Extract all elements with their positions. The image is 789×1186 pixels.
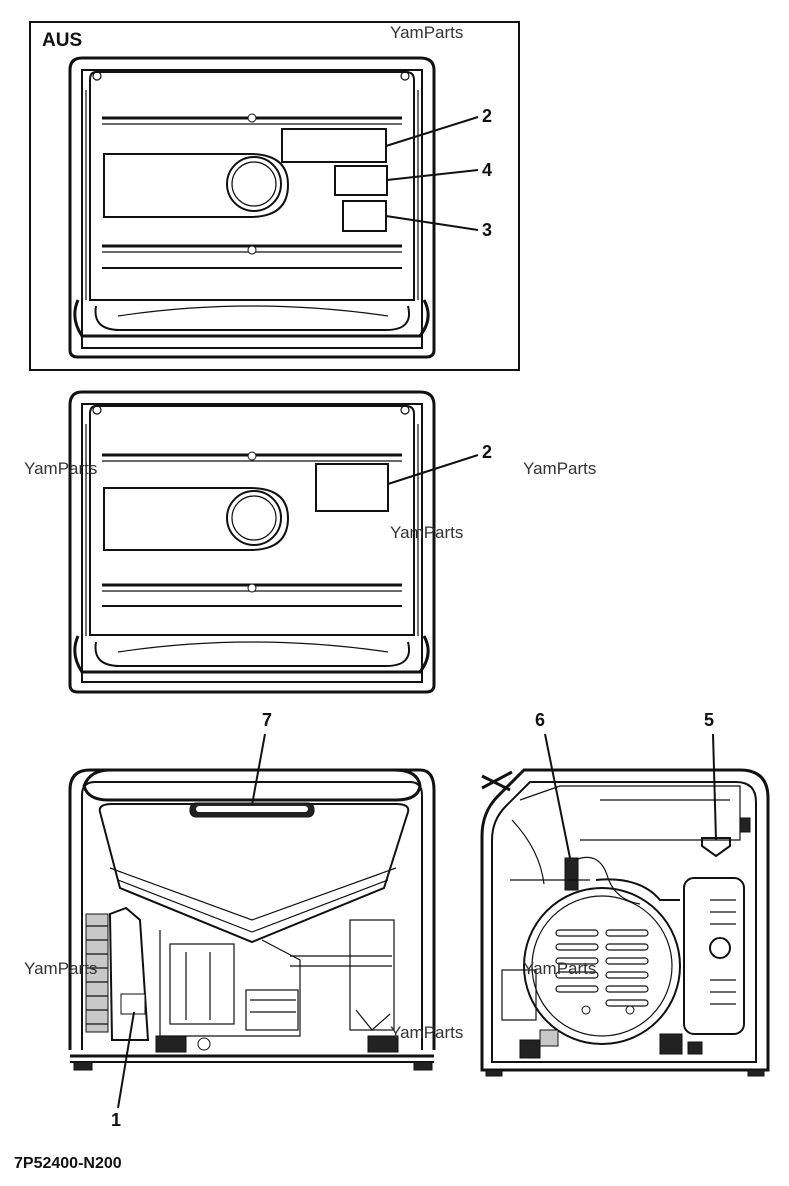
watermark: YamParts [24, 959, 97, 978]
callout-5: 5 [704, 710, 714, 730]
callout-4: 4 [482, 160, 492, 180]
watermark: YamParts [390, 523, 463, 542]
watermark: YamParts [523, 959, 596, 978]
watermark: YamParts [390, 1023, 463, 1042]
callout-7: 7 [262, 710, 272, 730]
figure-code: 7P52400-N200 [14, 1155, 122, 1172]
generator-top-view-standard [68, 390, 436, 694]
watermark: YamParts [24, 459, 97, 478]
foot-left [155, 1035, 187, 1053]
callout-2-standard: 2 [482, 442, 492, 462]
label-box-2-standard [315, 463, 389, 512]
callout-1: 1 [111, 1110, 121, 1130]
label-box-3 [342, 200, 387, 232]
label-box-1 [120, 993, 146, 1015]
aus-panel: AUS [29, 21, 520, 371]
watermark: YamParts [390, 23, 463, 42]
label-shape-5 [701, 837, 731, 858]
foot-right [367, 1035, 399, 1053]
aus-region-tag: AUS [42, 30, 82, 51]
watermark: YamParts [523, 459, 596, 478]
muffler [683, 877, 745, 1035]
callout-3: 3 [482, 220, 492, 240]
generator-top-view-aus [68, 56, 436, 359]
generator-side-view [480, 768, 770, 1077]
aus-panel-border [29, 21, 520, 371]
callout-2-aus: 2 [482, 106, 492, 126]
generator-front-view [68, 768, 436, 1071]
left-vents [85, 913, 109, 1033]
label-box-4 [334, 165, 388, 196]
callout-6: 6 [535, 710, 545, 730]
engine-fan-cover [523, 887, 681, 1045]
label-box-2 [281, 128, 387, 163]
label-box-6 [564, 857, 579, 891]
